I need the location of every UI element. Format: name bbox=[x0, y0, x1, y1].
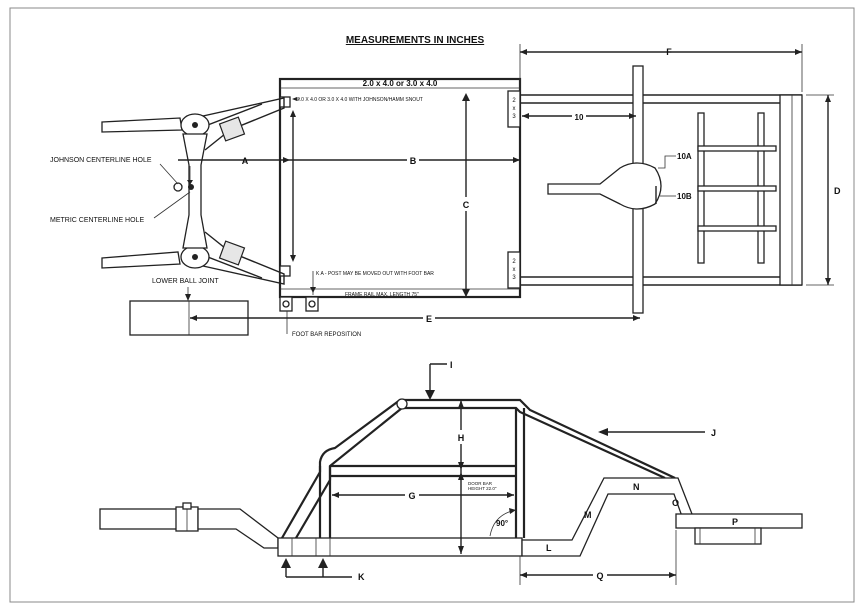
crossmember-top bbox=[507, 90, 521, 128]
dim-g-label: G bbox=[408, 491, 415, 501]
page-title: MEASUREMENTS IN INCHES bbox=[346, 35, 485, 46]
door-bar-label: DOOR BAR bbox=[468, 481, 493, 486]
frame-rails bbox=[278, 77, 522, 299]
svg-text:2: 2 bbox=[512, 259, 516, 265]
dim-10a-label: 10A bbox=[677, 152, 692, 161]
foot-bar-label: FOOT BAR REPOSITION bbox=[292, 332, 361, 338]
svg-text:3: 3 bbox=[512, 114, 516, 120]
door-bar-height: HEIGHT 22.0" bbox=[468, 486, 497, 491]
svg-text:x: x bbox=[513, 267, 516, 273]
dim-10b-label: 10B bbox=[677, 192, 692, 201]
crossmember-bottom bbox=[507, 251, 521, 289]
dim-i-label: I bbox=[450, 360, 453, 370]
side-view bbox=[99, 398, 803, 557]
metric-hole-label: METRIC CENTERLINE HOLE bbox=[50, 217, 144, 224]
dim-q-label: Q bbox=[596, 571, 603, 581]
johnson-hole-label: JOHNSON CENTERLINE HOLE bbox=[50, 157, 152, 164]
dim-10-label: 10 bbox=[575, 113, 584, 122]
dim-d-label: D bbox=[834, 186, 841, 196]
snout-note: 2.0 X 4.0 OR 3.0 X 4.0 WITH JOHNSON/HAMM… bbox=[297, 97, 423, 103]
dim-e-label: E bbox=[426, 314, 432, 324]
lower-ball-joint-label: LOWER BALL JOINT bbox=[152, 278, 219, 285]
dim-f-label: F bbox=[666, 47, 672, 57]
angle-label: 90° bbox=[496, 519, 508, 528]
svg-text:3: 3 bbox=[512, 275, 516, 281]
frame-rail-size-label: 2.0 x 4.0 or 3.0 x 4.0 bbox=[363, 79, 438, 88]
dim-k-label: K bbox=[358, 572, 365, 582]
dim-n-label: N bbox=[633, 482, 640, 492]
dim-m-label: M bbox=[584, 510, 592, 520]
page-border bbox=[9, 7, 855, 603]
rear-section bbox=[520, 65, 803, 314]
dim-a-label: A bbox=[242, 156, 249, 166]
dim-o-label: O bbox=[672, 498, 679, 508]
front-suspension bbox=[101, 97, 285, 285]
frame-rail-max-note: FRAME RAIL MAX. LENGTH 75" bbox=[345, 292, 419, 298]
dim-l-label: L bbox=[546, 543, 552, 553]
svg-text:2: 2 bbox=[512, 98, 516, 104]
dim-p-label: P bbox=[732, 517, 738, 527]
k-note: K A - POST MAY BE MOVED OUT WITH FOOT BA… bbox=[316, 271, 434, 277]
dim-c-label: C bbox=[463, 200, 470, 210]
dim-j-label: J bbox=[711, 428, 716, 438]
dim-h-label: H bbox=[458, 433, 465, 443]
svg-text:x: x bbox=[513, 106, 516, 112]
dim-b-label: B bbox=[410, 156, 417, 166]
